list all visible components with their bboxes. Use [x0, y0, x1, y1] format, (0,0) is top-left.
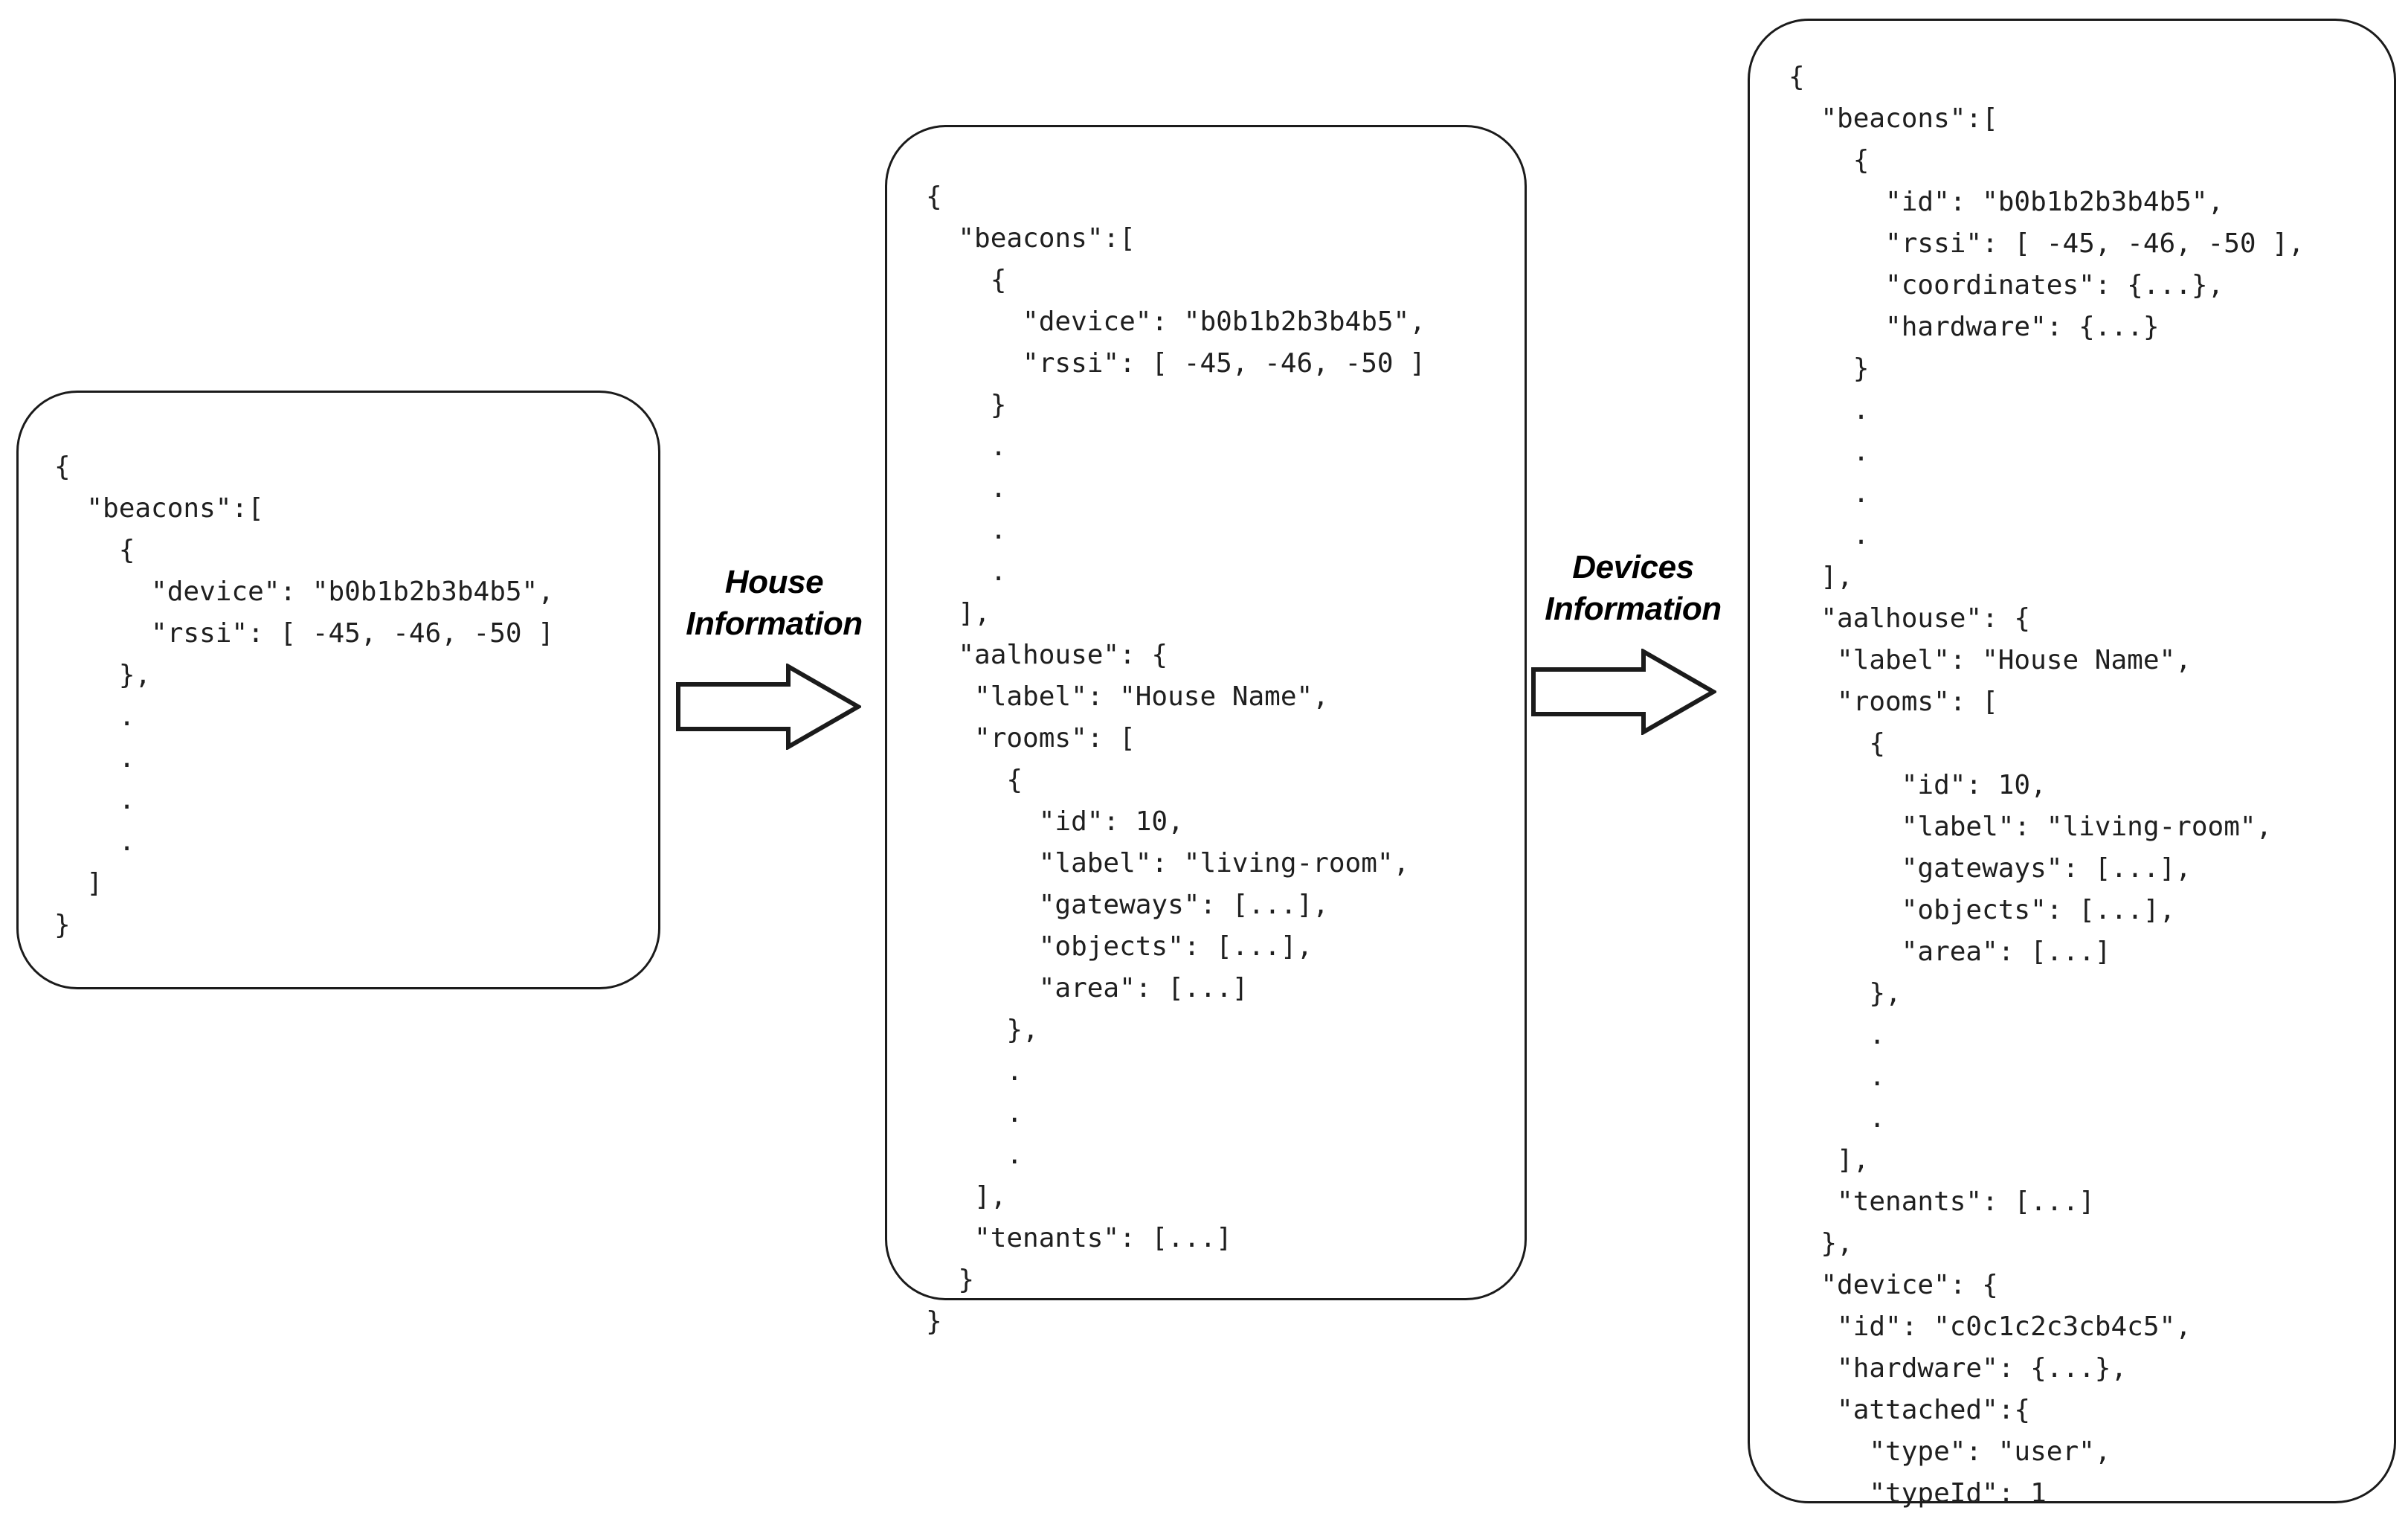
- transition-label-house-information: House Information: [666, 562, 882, 645]
- transition-label-line2: Information: [686, 606, 863, 642]
- arrow-right-icon-house-information: [675, 664, 861, 750]
- json-panel-raw-beacon-payload: { "beacons":[ { "device": "b0b1b2b3b4b5"…: [16, 391, 660, 989]
- transition-label-line1: Devices: [1572, 549, 1694, 585]
- json-code-raw-beacon-payload: { "beacons":[ { "device": "b0b1b2b3b4b5"…: [54, 452, 554, 940]
- json-panel-devices-enriched-payload: { "beacons":[ { "id": "b0b1b2b3b4b5", "r…: [1748, 19, 2396, 1509]
- transition-label-devices-information: Devices Information: [1522, 547, 1745, 630]
- arrow-right-icon-devices-information: [1530, 649, 1716, 735]
- json-code-house-enriched-payload: { "beacons":[ { "device": "b0b1b2b3b4b5"…: [926, 182, 1426, 1337]
- transition-label-line2: Information: [1545, 591, 1722, 627]
- json-panel-house-enriched-payload: { "beacons":[ { "device": "b0b1b2b3b4b5"…: [885, 125, 1527, 1337]
- transition-label-line1: House: [724, 564, 824, 600]
- json-code-devices-enriched-payload: { "beacons":[ { "id": "b0b1b2b3b4b5", "r…: [1789, 62, 2305, 1509]
